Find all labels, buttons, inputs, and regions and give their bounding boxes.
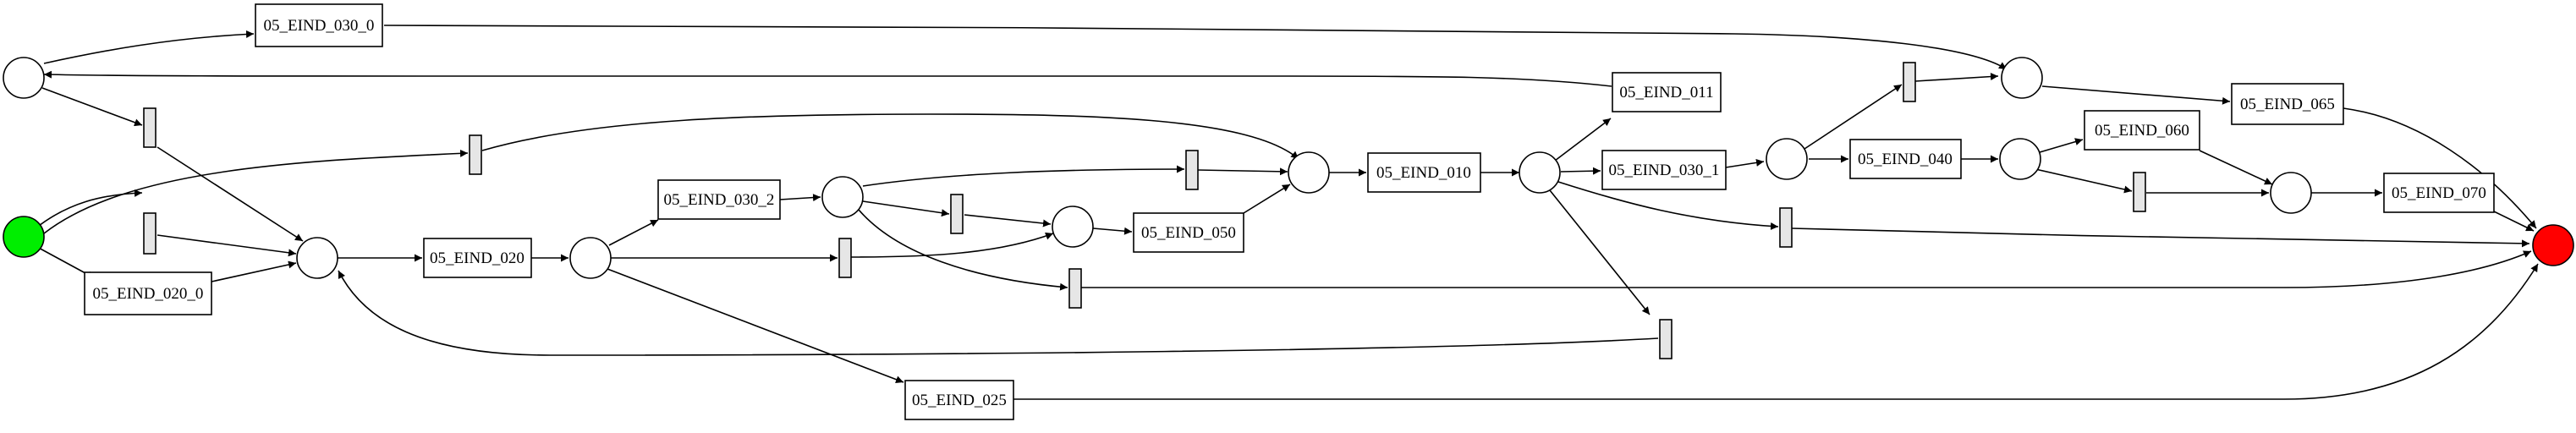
arc-p7-to-030_1 xyxy=(1560,167,1601,175)
arc-050-to-p6 xyxy=(1243,184,1291,214)
transition-label: 05_EIND_070 xyxy=(2392,184,2486,202)
transition-011: 05_EIND_011 xyxy=(1612,72,1722,112)
arc-p4-to-silent-g xyxy=(858,209,1068,291)
arc-p9-to-silent-k xyxy=(2035,168,2133,194)
place-p3 xyxy=(569,237,612,279)
silent-transition-e xyxy=(1185,150,1199,190)
transition-label: 05_EIND_060 xyxy=(2095,122,2189,140)
arc-p1-to-030_0 xyxy=(43,30,255,64)
arc-025-to-end xyxy=(1013,263,2539,400)
place-p4 xyxy=(821,176,864,218)
place-p5 xyxy=(1052,206,1094,248)
place-p10 xyxy=(2270,172,2312,214)
arc-p1-to-silent-c xyxy=(41,87,143,127)
arc-silent-b-to-p6 xyxy=(481,113,1299,160)
silent-transition-k xyxy=(2133,172,2146,212)
arc-start-to-silent-a xyxy=(35,189,143,229)
transition-060: 05_EIND_060 xyxy=(2084,110,2200,151)
place-p6 xyxy=(1288,151,1330,194)
arc-011-to-p1 xyxy=(43,70,1612,87)
start-place xyxy=(3,216,45,258)
arc-p3-to-025 xyxy=(607,268,904,383)
arc-070-to-end xyxy=(2493,211,2535,232)
silent-transition-d xyxy=(838,238,852,278)
transition-label: 05_EIND_050 xyxy=(1141,224,1236,242)
transition-label: 05_EIND_030_0 xyxy=(264,17,375,35)
arc-030_2-to-p4 xyxy=(779,194,821,202)
silent-transition-a xyxy=(143,212,157,255)
arc-p4-to-silent-e xyxy=(862,165,1185,187)
transition-030_2: 05_EIND_030_2 xyxy=(657,179,781,220)
transition-label: 05_EIND_020 xyxy=(430,249,525,267)
transition-label: 05_EIND_011 xyxy=(1619,84,1713,101)
arc-silent-i-to-p2 xyxy=(338,270,1659,356)
arc-p3-to-030_2 xyxy=(608,219,659,246)
place-p1 xyxy=(3,57,45,99)
arc-p8-to-silent-j xyxy=(1801,84,1903,151)
arc-p9-to-060 xyxy=(2039,138,2084,153)
place-p2 xyxy=(296,237,338,279)
transition-label: 05_EIND_040 xyxy=(1858,151,1953,168)
end-place xyxy=(2532,224,2574,266)
arc-060-to-p10 xyxy=(2199,150,2273,185)
arc-p7-to-silent-h xyxy=(1557,181,1779,230)
arc-030_0-to-p11 xyxy=(383,25,2008,70)
silent-transition-b xyxy=(469,134,482,175)
silent-transition-f xyxy=(950,194,964,234)
transition-label: 05_EIND_030_1 xyxy=(1609,162,1720,179)
silent-transition-i xyxy=(1659,319,1672,359)
labeled-transitions: 05_EIND_030_0 05_EIND_020_0 05_EIND_020 … xyxy=(84,3,2495,420)
transition-020_0: 05_EIND_020_0 xyxy=(84,271,212,315)
transition-065: 05_EIND_065 xyxy=(2231,83,2344,125)
transition-070: 05_EIND_070 xyxy=(2383,173,2495,213)
transition-040: 05_EIND_040 xyxy=(1849,139,1962,179)
arc-silent-d-to-p5 xyxy=(850,232,1054,258)
transition-label: 05_EIND_030_2 xyxy=(664,191,775,209)
arc-silent-j-to-p11 xyxy=(1914,73,1999,82)
silent-transition-j xyxy=(1903,62,1916,102)
arc-p4-to-silent-f xyxy=(862,200,950,217)
arc-p7-to-silent-i xyxy=(1549,189,1651,315)
arc-065-to-end xyxy=(2343,107,2537,229)
silent-transitions xyxy=(143,62,2146,359)
arc-silent-a-to-p2 xyxy=(157,234,297,257)
arc-silent-f-to-p5 xyxy=(964,214,1052,227)
arc-p11-to-065 xyxy=(2041,85,2231,105)
edges xyxy=(35,25,2539,400)
arc-p7-to-011 xyxy=(1554,118,1612,162)
arc-silent-g-to-end xyxy=(1081,250,2532,288)
transition-050: 05_EIND_050 xyxy=(1133,212,1244,253)
silent-transition-h xyxy=(1779,207,1793,248)
arc-020_0-to-p2 xyxy=(211,260,297,282)
arc-silent-e-to-p6 xyxy=(1197,167,1288,176)
transition-020: 05_EIND_020 xyxy=(423,238,532,278)
transition-030_0: 05_EIND_030_0 xyxy=(255,3,383,47)
arc-p5-to-050 xyxy=(1092,227,1133,235)
place-p8 xyxy=(1766,138,1808,180)
arc-start-to-silent-b xyxy=(43,149,469,234)
silent-transition-c xyxy=(143,107,157,148)
place-p9 xyxy=(1999,138,2041,180)
place-p11 xyxy=(2001,57,2043,99)
places xyxy=(3,57,2574,279)
transition-030_1: 05_EIND_030_1 xyxy=(1601,150,1727,190)
transition-label: 05_EIND_020_0 xyxy=(93,285,204,303)
transition-010: 05_EIND_010 xyxy=(1367,152,1481,193)
arc-silent-c-to-p2 xyxy=(157,146,304,242)
arc-silent-h-to-end xyxy=(1791,227,2530,248)
transition-label: 05_EIND_065 xyxy=(2240,96,2335,113)
transition-label: 05_EIND_025 xyxy=(912,392,1007,409)
transition-label: 05_EIND_010 xyxy=(1376,164,1471,182)
arc-030_1-to-p8 xyxy=(1725,158,1765,168)
place-p7 xyxy=(1519,151,1561,194)
silent-transition-g xyxy=(1068,268,1082,309)
transition-025: 05_EIND_025 xyxy=(904,380,1014,420)
